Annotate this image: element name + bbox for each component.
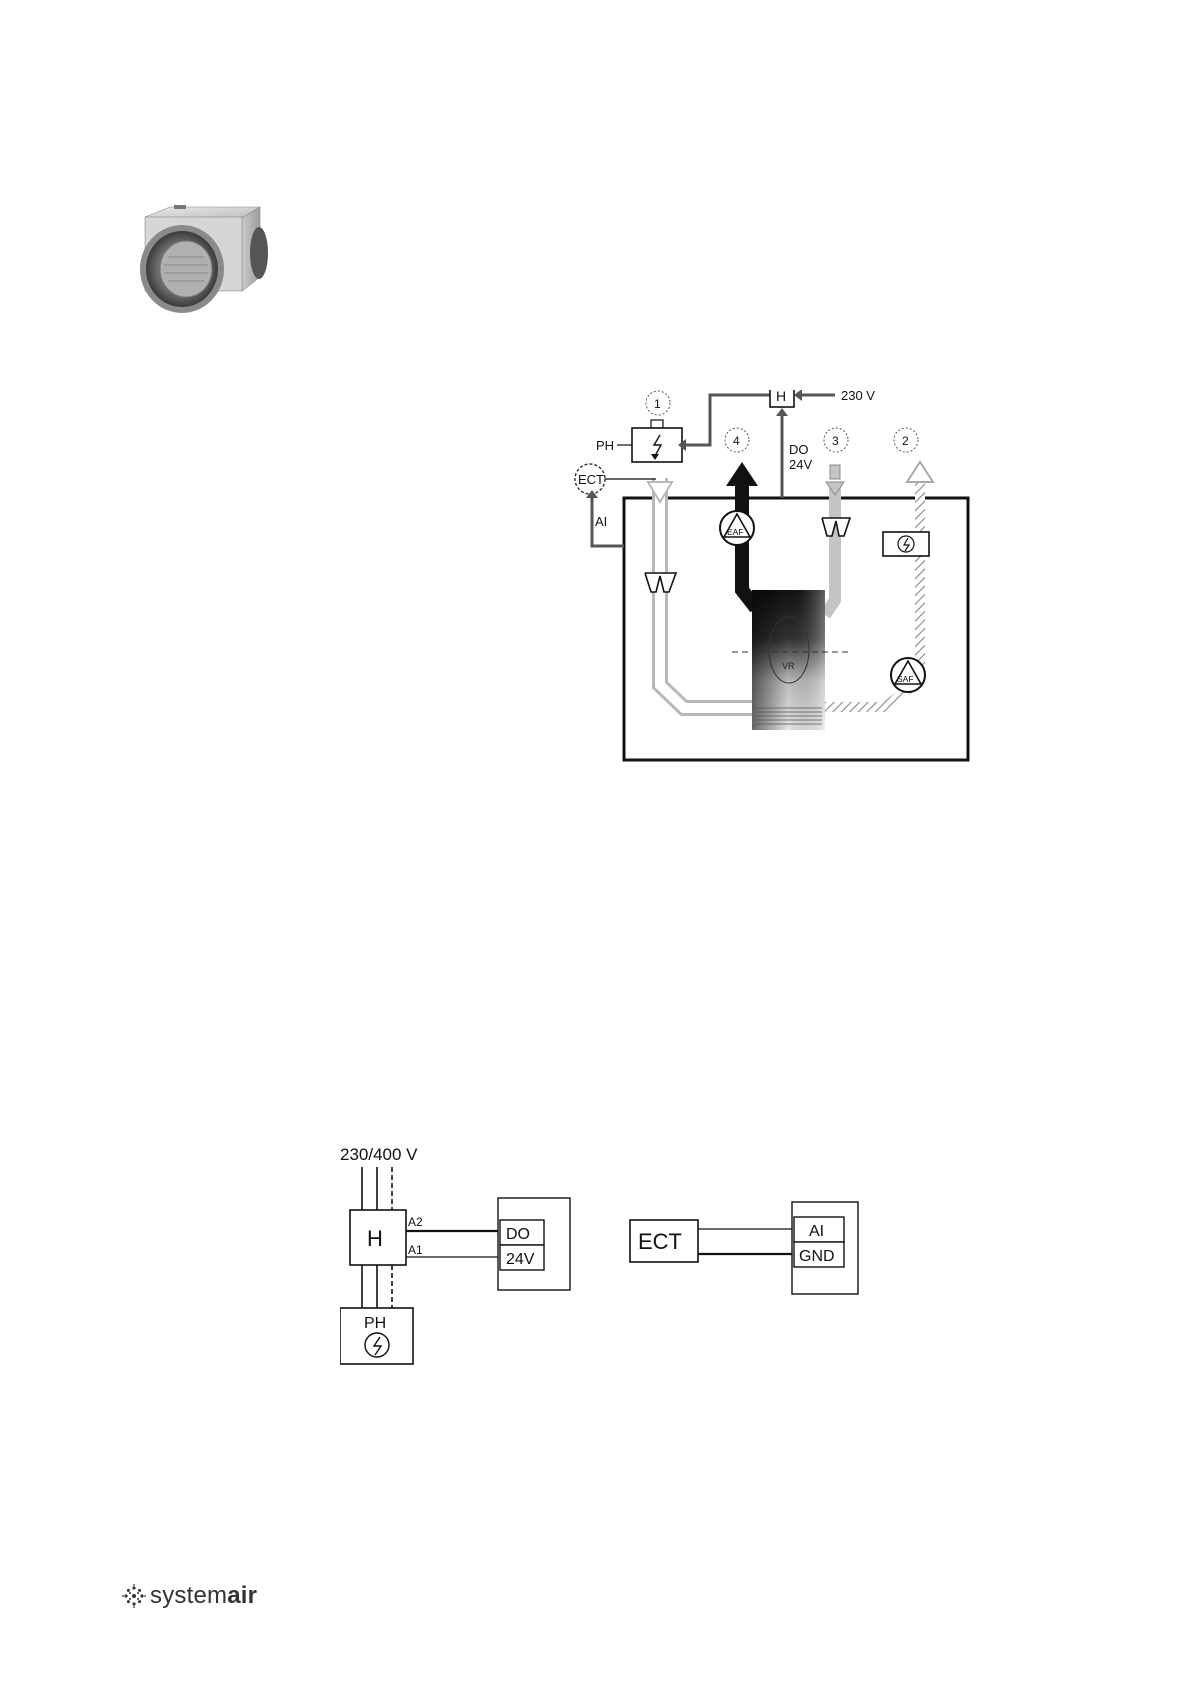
wiring-ai-label: AI — [809, 1223, 824, 1240]
brand-regular: system — [150, 1582, 227, 1609]
wiring-24v-label: 24V — [506, 1251, 535, 1268]
ventilation-schematic: VR EAF SAF ECT AI PH H — [560, 390, 1040, 820]
duct-heater-photo — [140, 205, 270, 320]
wiring-gnd-label: GND — [799, 1248, 835, 1265]
svg-text:ECT: ECT — [578, 472, 604, 487]
exhaust-air-path — [742, 485, 756, 608]
ect-sensor-icon: ECT — [575, 464, 605, 494]
marker-3: 3 — [832, 434, 839, 448]
vr-label: VR — [782, 661, 795, 671]
preheater-box — [632, 420, 682, 462]
a2-label: A2 — [408, 1215, 423, 1229]
svg-text:ECT: ECT — [638, 1229, 682, 1254]
extract-air-path — [825, 482, 835, 615]
saf-fan-icon: SAF — [891, 658, 925, 692]
v24-label: 24V — [789, 457, 812, 472]
svg-text:SAF: SAF — [897, 674, 914, 684]
supply-label: 230 V — [841, 390, 875, 403]
internal-heater-icon — [883, 532, 929, 556]
a1-label: A1 — [408, 1243, 423, 1257]
svg-text:PH: PH — [364, 1315, 386, 1332]
svg-text:H: H — [776, 390, 786, 404]
ai-label: AI — [595, 514, 607, 529]
marker-2: 2 — [902, 434, 909, 448]
marker-1: 1 — [654, 397, 661, 411]
systemair-logo: systemair — [122, 1583, 257, 1609]
wiring-diagram: 230/400 V H A2 A1 DO 24V PH ECT AI GND — [340, 1140, 900, 1365]
do-label: DO — [789, 442, 809, 457]
eaf-fan-icon: EAF — [720, 511, 754, 545]
svg-text:EAF: EAF — [727, 527, 744, 537]
ph-label: PH — [596, 438, 614, 453]
logo-dots-icon — [122, 1584, 146, 1608]
mains-label: 230/400 V — [340, 1145, 418, 1164]
brand-bold: air — [227, 1582, 257, 1609]
svg-text:H: H — [367, 1226, 383, 1251]
marker-4: 4 — [733, 434, 740, 448]
wiring-do-label: DO — [506, 1226, 530, 1243]
